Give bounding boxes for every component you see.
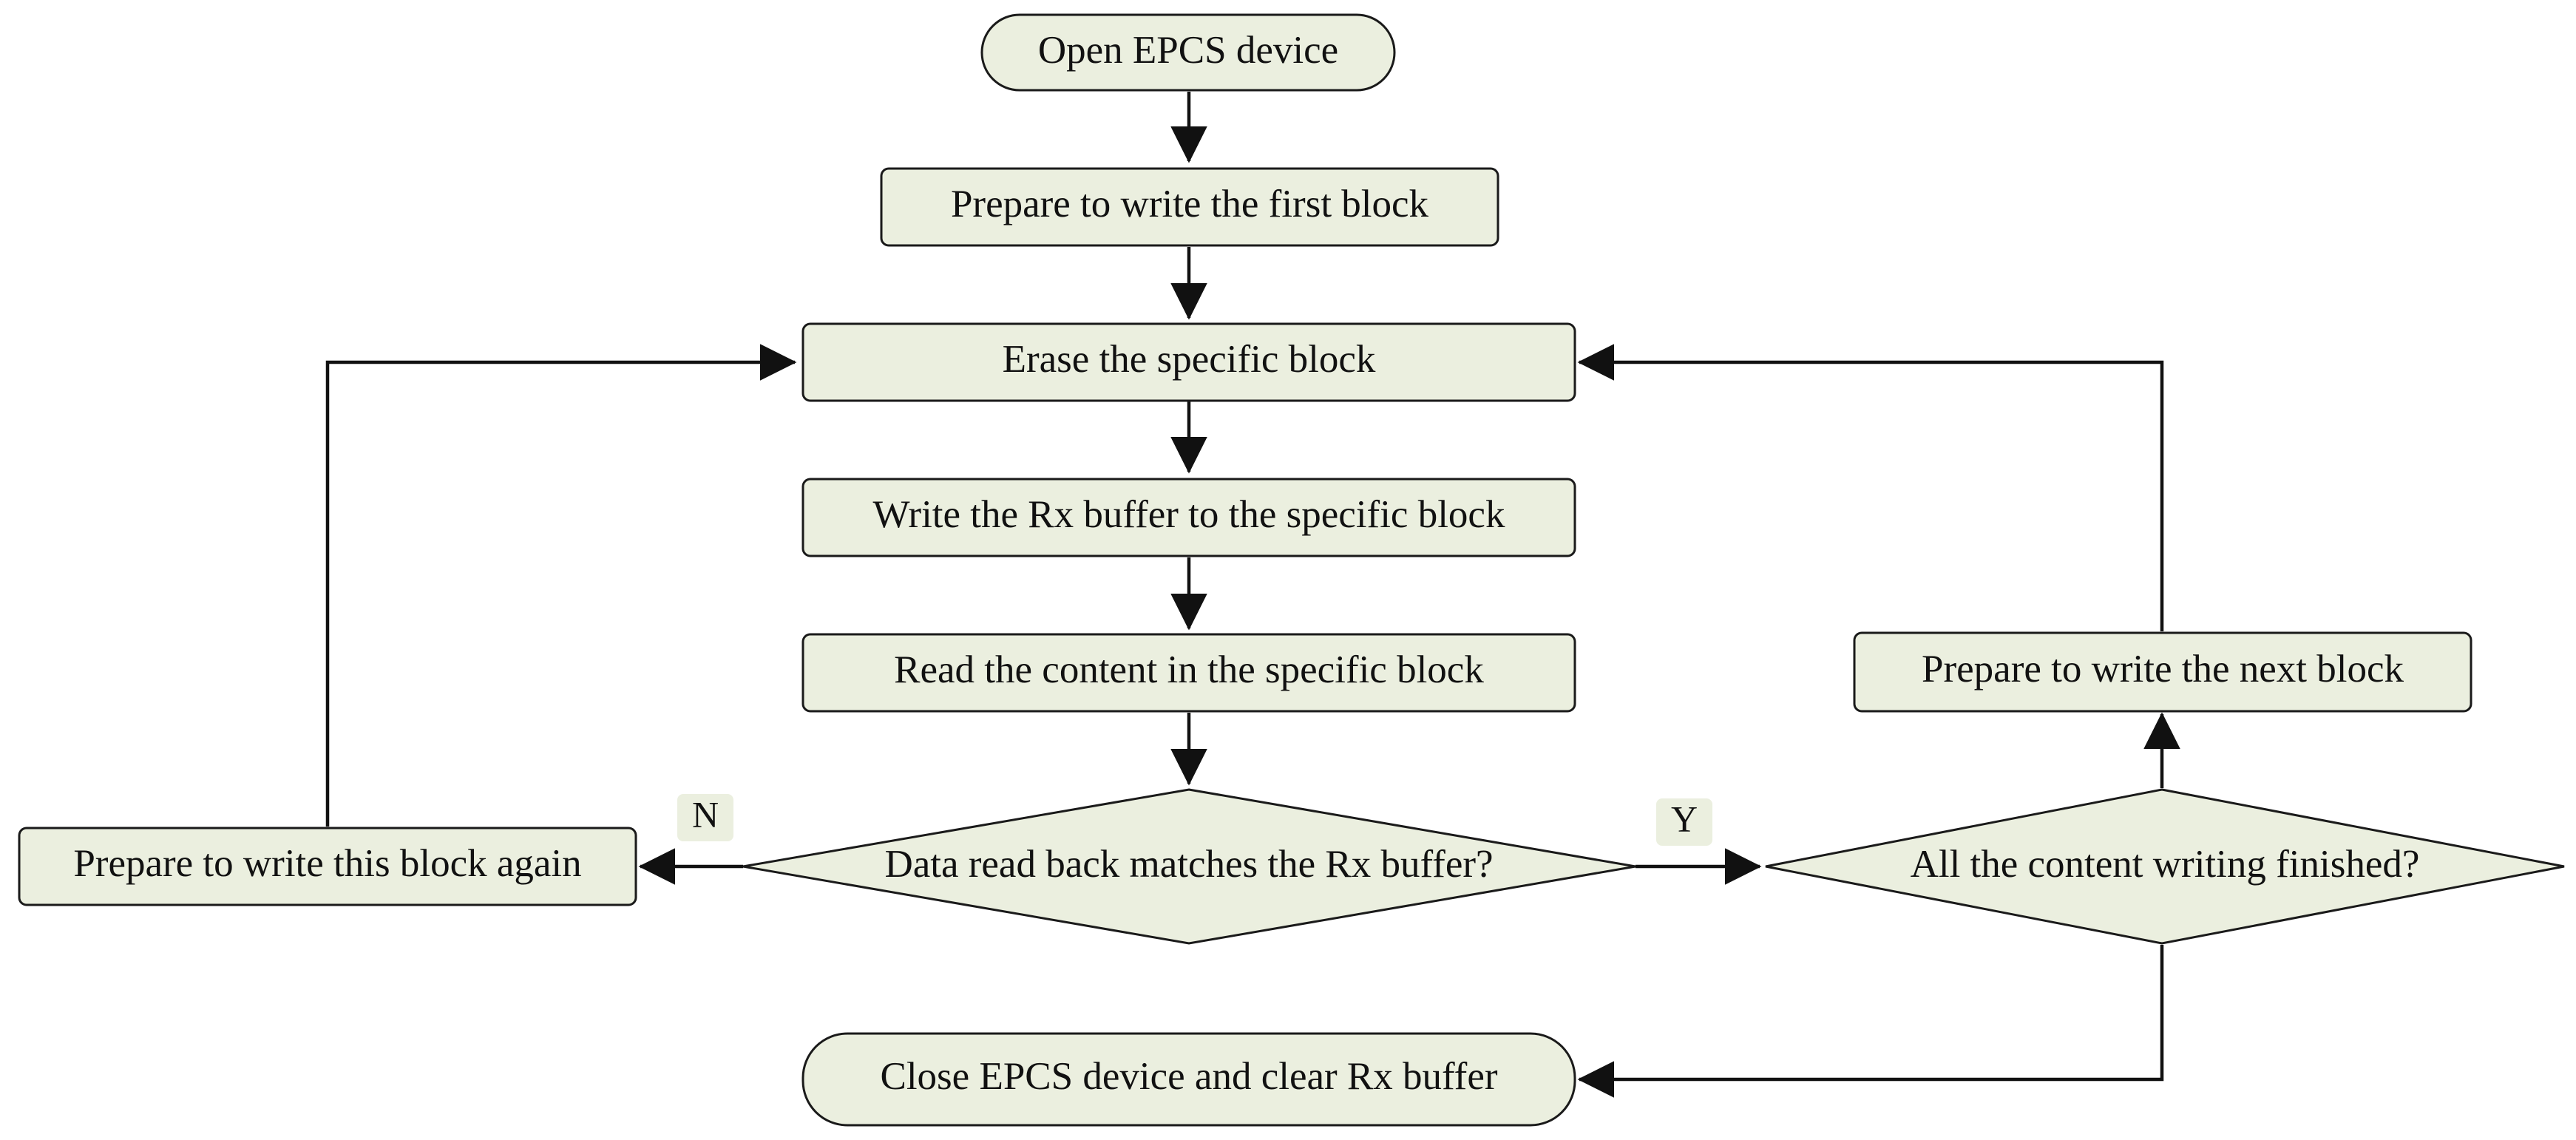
label-prepare-next-block: Prepare to write the next block: [1922, 648, 2404, 691]
node-open-device: Open EPCS device: [980, 13, 1396, 92]
label-all-finished: All the content writing finished?: [1911, 843, 2420, 886]
edge-label-yes: Y: [1656, 798, 1712, 846]
label-prepare-block-again: Prepare to write this block again: [73, 842, 581, 885]
node-prepare-first-block: Prepare to write the first block: [880, 167, 1499, 247]
label-prepare-first-block: Prepare to write the first block: [951, 183, 1429, 225]
label-read-content: Read the content in the specific block: [894, 648, 1484, 691]
node-erase-block: Erase the specific block: [801, 322, 1576, 402]
node-prepare-block-again: Prepare to write this block again: [18, 827, 637, 906]
decision-all-finished: All the content writing finished?: [1765, 788, 2565, 945]
label-write-buffer: Write the Rx buffer to the specific bloc…: [873, 493, 1505, 536]
node-write-buffer: Write the Rx buffer to the specific bloc…: [801, 478, 1576, 557]
arrow-prepare-next-to-erase: [1577, 344, 2164, 631]
arrow-retry-to-erase: [325, 344, 797, 827]
label-no: N: [692, 793, 719, 835]
edge-label-no: N: [677, 793, 733, 841]
label-open-device: Open EPCS device: [1038, 29, 1338, 72]
node-read-content: Read the content in the specific block: [801, 633, 1576, 713]
label-yes: Y: [1671, 798, 1698, 839]
label-close-device: Close EPCS device and clear Rx buffer: [880, 1055, 1497, 1098]
label-erase-block: Erase the specific block: [1003, 338, 1376, 381]
node-close-device: Close EPCS device and clear Rx buffer: [801, 1032, 1576, 1127]
node-prepare-next-block: Prepare to write the next block: [1853, 631, 2472, 713]
decision-data-matches: Data read back matches the Rx buffer?: [742, 788, 1636, 945]
arrow-finished-to-close: [1577, 945, 2164, 1098]
label-data-matches: Data read back matches the Rx buffer?: [884, 843, 1493, 886]
connectors: [325, 92, 2180, 1098]
